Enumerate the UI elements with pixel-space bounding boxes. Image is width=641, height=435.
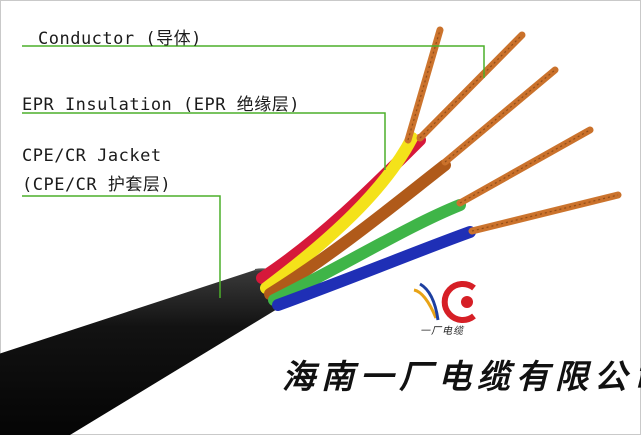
leader-jacket [22, 195, 221, 298]
conductor-label: Conductor (导体) [38, 29, 202, 49]
conductor-4 [456, 126, 594, 207]
leader-conductor [22, 45, 485, 78]
jacket-label-line1: CPE/CR Jacket [22, 146, 162, 166]
company-name: 海南一厂电缆有限公司 [282, 357, 641, 396]
insulated-cores [256, 132, 476, 311]
logo-text: 一厂电缆 [420, 326, 464, 337]
jacket-label-line2: (CPE/CR 护套层) [22, 175, 172, 195]
core-brown [264, 159, 451, 300]
insulation-label: EPR Insulation (EPR 绝缘层) [22, 95, 300, 115]
copper-conductors [404, 26, 622, 235]
core-yellow [260, 132, 418, 294]
conductor-strand-texture [407, 29, 619, 232]
cable-jacket [0, 268, 293, 435]
leader-lines [22, 45, 485, 298]
company-logo-icon [413, 281, 476, 323]
core-green [268, 199, 466, 306]
leader-insulation [22, 112, 386, 170]
core-blue [272, 226, 476, 311]
